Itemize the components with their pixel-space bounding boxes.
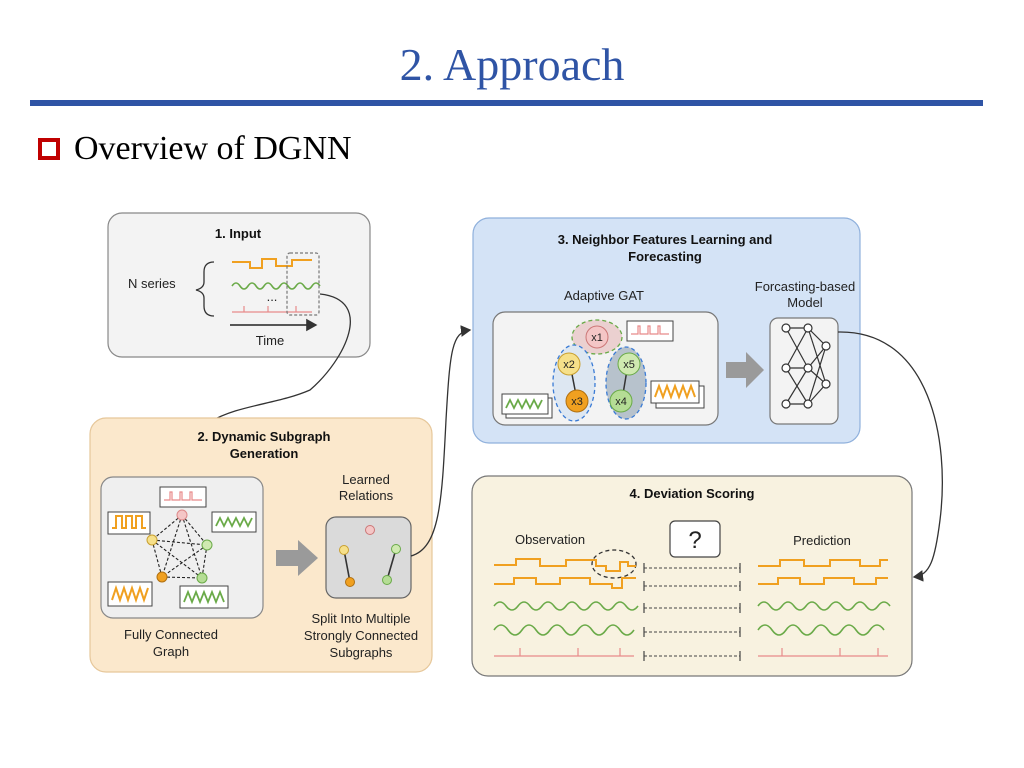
subgraph-block-arrow (276, 540, 318, 576)
gat-block-arrow (726, 352, 764, 388)
connector-subgraph-to-neighbor (410, 325, 472, 557)
connector-neighbor-to-scoring (837, 331, 943, 582)
node-x4-circle (609, 389, 633, 413)
node-x2: x2 (563, 359, 575, 371)
split-line2: Strongly Connected (304, 628, 418, 643)
model-box (769, 317, 839, 425)
node-x3: x3 (571, 396, 583, 408)
time-label: Time (256, 333, 284, 348)
full-graph-edges (151, 514, 208, 579)
learned-relations-line2: Relations (339, 488, 394, 503)
model-label-line1: Forcasting-based (755, 279, 855, 294)
anomaly-highlight (591, 549, 637, 579)
learned-node-green (382, 575, 392, 585)
gat-series-orange-stack (650, 380, 705, 409)
subgraph-title-line1: 2. Dynamic Subgraph (198, 429, 331, 444)
bullet-square-icon (38, 138, 60, 160)
bullet-item: Overview of DGNN (38, 130, 352, 168)
graph-node-orange (156, 571, 168, 583)
neighbor-title-line1: 3. Neighbor Features Learning and (558, 232, 773, 247)
graph-node-green (196, 572, 208, 584)
split-line1: Split Into Multiple (312, 611, 411, 626)
sliding-window (286, 252, 320, 316)
pred-series-orange-1 (758, 559, 888, 567)
graph-node-pink (176, 509, 188, 521)
series-brace (195, 261, 215, 317)
learned-node-lightgreen (391, 544, 401, 554)
learned-node-orange (345, 577, 355, 587)
scoring-panel: 4. Deviation Scoring Observation Predict… (471, 475, 913, 677)
learned-node-yellow (339, 545, 349, 555)
neighbor-title-line2: Forecasting (628, 249, 702, 264)
model-label-line2: Model (787, 295, 823, 310)
learned-edge-2 (386, 548, 397, 581)
pred-series-green-2 (757, 624, 885, 636)
gat-series-green-stack (501, 393, 553, 419)
mini-series-green-card-2 (179, 585, 229, 609)
pred-series-green-1 (757, 601, 891, 611)
mini-series-green-card (211, 511, 257, 533)
neighbor-panel: 3. Neighbor Features Learning and Foreca… (472, 217, 861, 444)
obs-series-green-2 (493, 624, 635, 636)
obs-series-pink (494, 648, 634, 657)
input-title: 1. Input (215, 226, 262, 241)
comparison-link-ends (643, 563, 741, 661)
input-series-pink (232, 306, 312, 313)
scoring-title: 4. Deviation Scoring (630, 486, 755, 501)
prediction-label: Prediction (793, 533, 851, 548)
fully-connected-line2: Graph (153, 644, 189, 659)
neural-net-nodes (781, 323, 831, 409)
subgraph-panel: 2. Dynamic Subgraph Generation (89, 417, 433, 673)
comparison-links (644, 567, 740, 657)
split-line3: Subgraphs (330, 645, 393, 660)
bullet-text: Overview of DGNN (74, 130, 352, 167)
adaptive-gat-label: Adaptive GAT (564, 288, 644, 303)
mini-series-pink-card (159, 486, 207, 508)
question-mark: ? (688, 527, 701, 554)
node-x1: x1 (591, 332, 603, 344)
learned-edge-1 (343, 549, 351, 583)
node-x2-circle (557, 352, 581, 376)
mini-series-orange-card-2 (107, 581, 153, 607)
node-x1-circle (585, 325, 609, 349)
subgraph-title-line2: Generation (230, 446, 299, 461)
n-series-label: N series (128, 276, 176, 291)
pred-series-orange-2 (758, 577, 888, 585)
mini-series-orange-card (107, 511, 151, 535)
graph-node-lightgreen (201, 539, 213, 551)
pred-series-pink (758, 648, 888, 657)
input-series-green (231, 282, 321, 290)
title-rule (30, 100, 983, 106)
obs-series-green-1 (493, 601, 639, 611)
observation-label: Observation (515, 532, 585, 547)
graph-node-yellow (146, 534, 158, 546)
gat-series-pink-card (626, 320, 674, 342)
input-ellipsis: ... (267, 289, 278, 304)
input-panel: 1. Input N series ... Time (107, 212, 371, 358)
slide-title: 2. Approach (399, 39, 625, 90)
node-x5: x5 (623, 359, 635, 371)
fully-connected-line1: Fully Connected (124, 627, 218, 642)
learned-node-pink (365, 525, 375, 535)
learned-relations-line1: Learned (342, 472, 390, 487)
question-box (669, 520, 721, 558)
input-series-orange (232, 258, 312, 269)
obs-series-orange-2 (494, 577, 636, 589)
node-x5-circle (617, 352, 641, 376)
node-x3-circle (565, 389, 589, 413)
obs-series-orange-1 (494, 558, 636, 572)
node-x4: x4 (615, 396, 627, 408)
